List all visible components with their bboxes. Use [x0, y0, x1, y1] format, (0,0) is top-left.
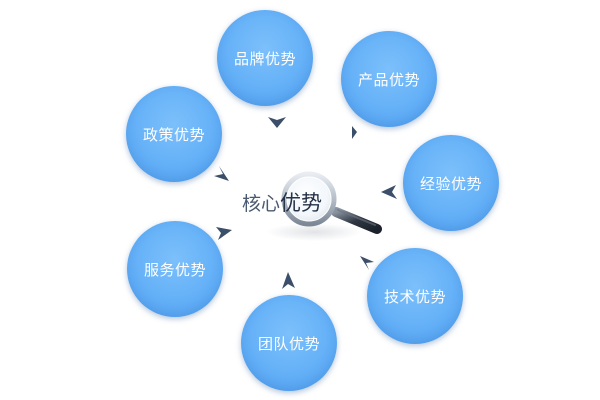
center-title: 核心优势 [242, 187, 322, 217]
arrowhead-icon [282, 272, 295, 289]
magnifier-icon [266, 171, 382, 241]
center-hub: 核心优势 [230, 172, 390, 252]
arrowhead-icon [214, 166, 229, 181]
arrowhead-icon [352, 125, 362, 139]
arrowhead-icon [360, 256, 374, 270]
bubble-team-advantage[interactable]: 团队优势 [241, 295, 337, 391]
center-title-part1: 核心 [242, 193, 281, 215]
center-title-part2: 优势 [280, 191, 323, 215]
arrowhead-icon [381, 185, 397, 199]
arrowhead-icon [216, 227, 232, 240]
arrowhead-icon [268, 117, 286, 128]
